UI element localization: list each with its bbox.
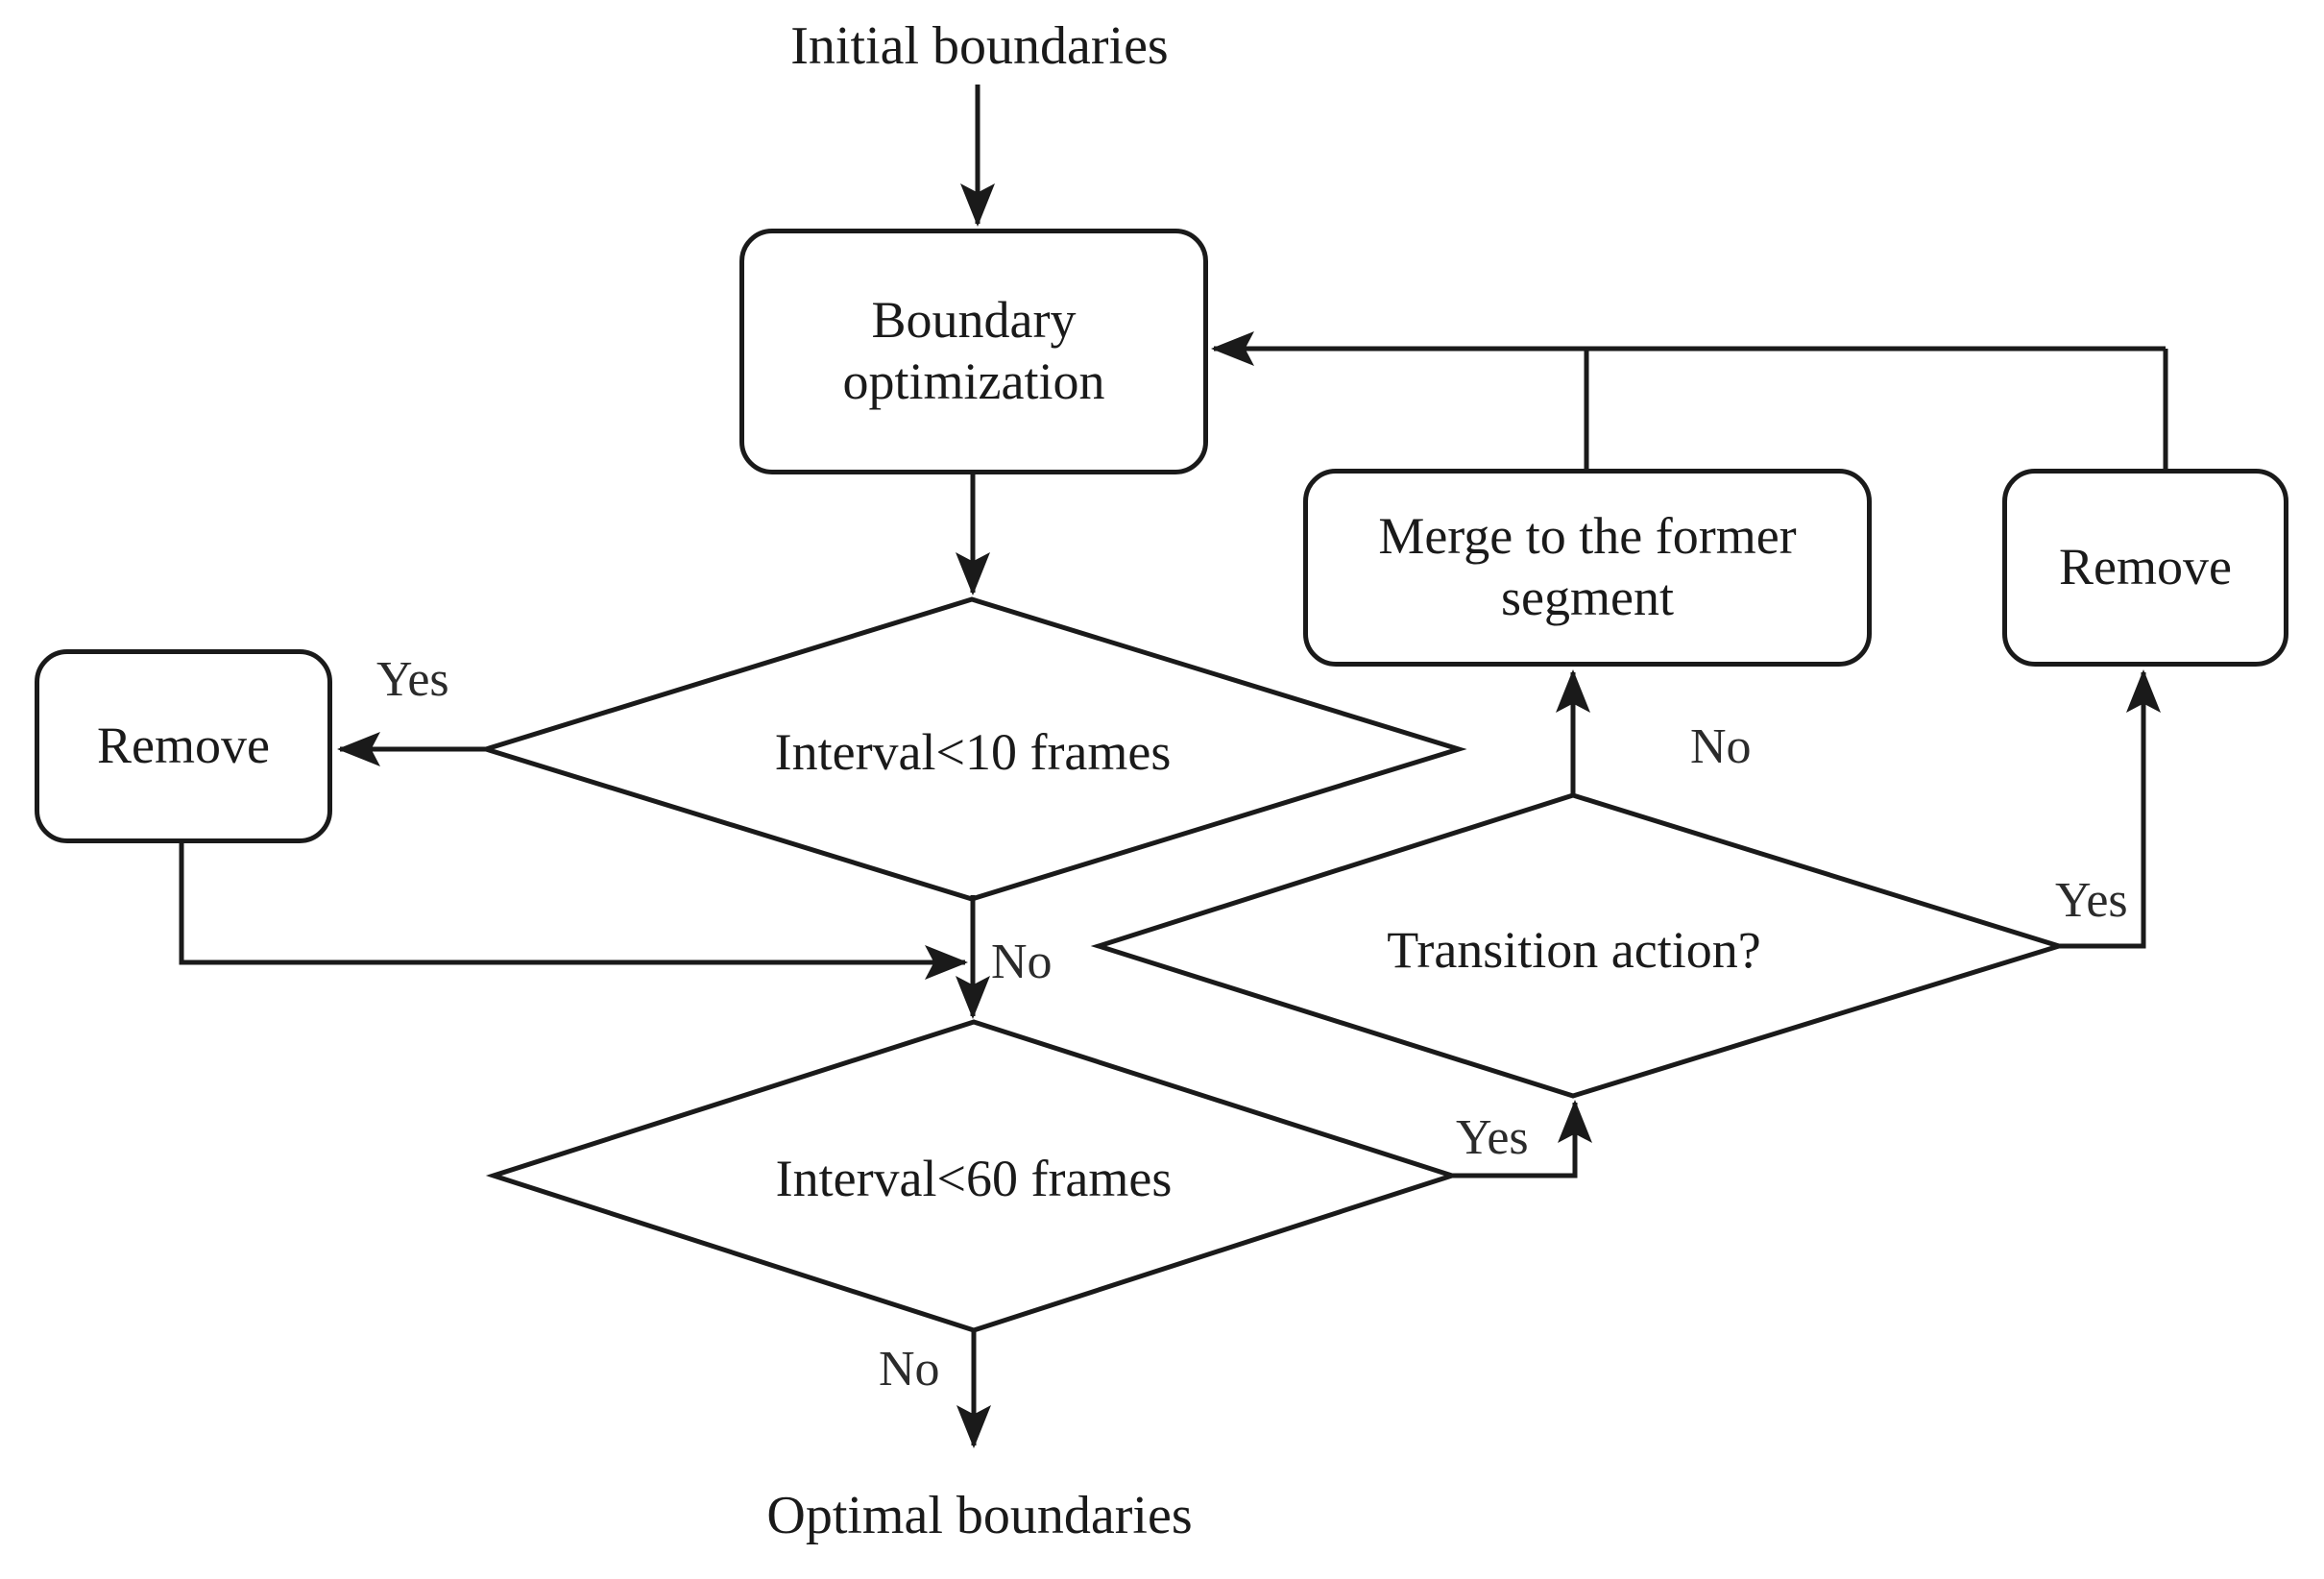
- edge-label-interval60-yes: Yes: [1456, 1110, 1529, 1165]
- merge-former-segment-line2: segment: [1501, 569, 1674, 626]
- edge-transition-yes-to-removeright: [2059, 668, 2161, 949]
- boundary-optimization-line2: optimization: [842, 352, 1105, 410]
- remove-left-box[interactable]: Remove: [35, 649, 332, 843]
- shape-diamond-transition: [1090, 792, 2068, 1099]
- edge-interval60-yes-to-transition: [1452, 1099, 1592, 1178]
- remove-right-box[interactable]: Remove: [2002, 469, 2288, 667]
- merge-former-segment-box[interactable]: Merge to the former segment: [1303, 469, 1872, 667]
- transition-action-decision-label: Transition action?: [1387, 921, 1761, 979]
- remove-right-label: Remove: [2059, 538, 2232, 596]
- edge-label-interval60-no: No: [879, 1342, 940, 1397]
- merge-former-segment-line1: Merge to the former: [1378, 507, 1797, 566]
- interval60-decision-label: Interval<60 frames: [775, 1150, 1173, 1207]
- edge-removeleft-to-no-trunk: [179, 842, 969, 980]
- interval10-decision-label: Interval<10 frames: [774, 723, 1172, 781]
- edge-label-interval10-no: No: [991, 935, 1053, 989]
- optimal-boundaries-label: Optimal boundaries: [766, 1485, 1193, 1545]
- remove-left-label: Remove: [97, 717, 270, 775]
- edge-label-transition-no: No: [1690, 719, 1752, 774]
- edge-label-interval10-yes: Yes: [376, 652, 449, 707]
- edge-label-transition-yes: Yes: [2055, 873, 2128, 928]
- initial-boundaries-label: Initial boundaries: [790, 15, 1169, 76]
- boundary-optimization-line1: Boundary: [871, 291, 1077, 350]
- boundary-optimization-box[interactable]: Boundary optimization: [739, 229, 1208, 474]
